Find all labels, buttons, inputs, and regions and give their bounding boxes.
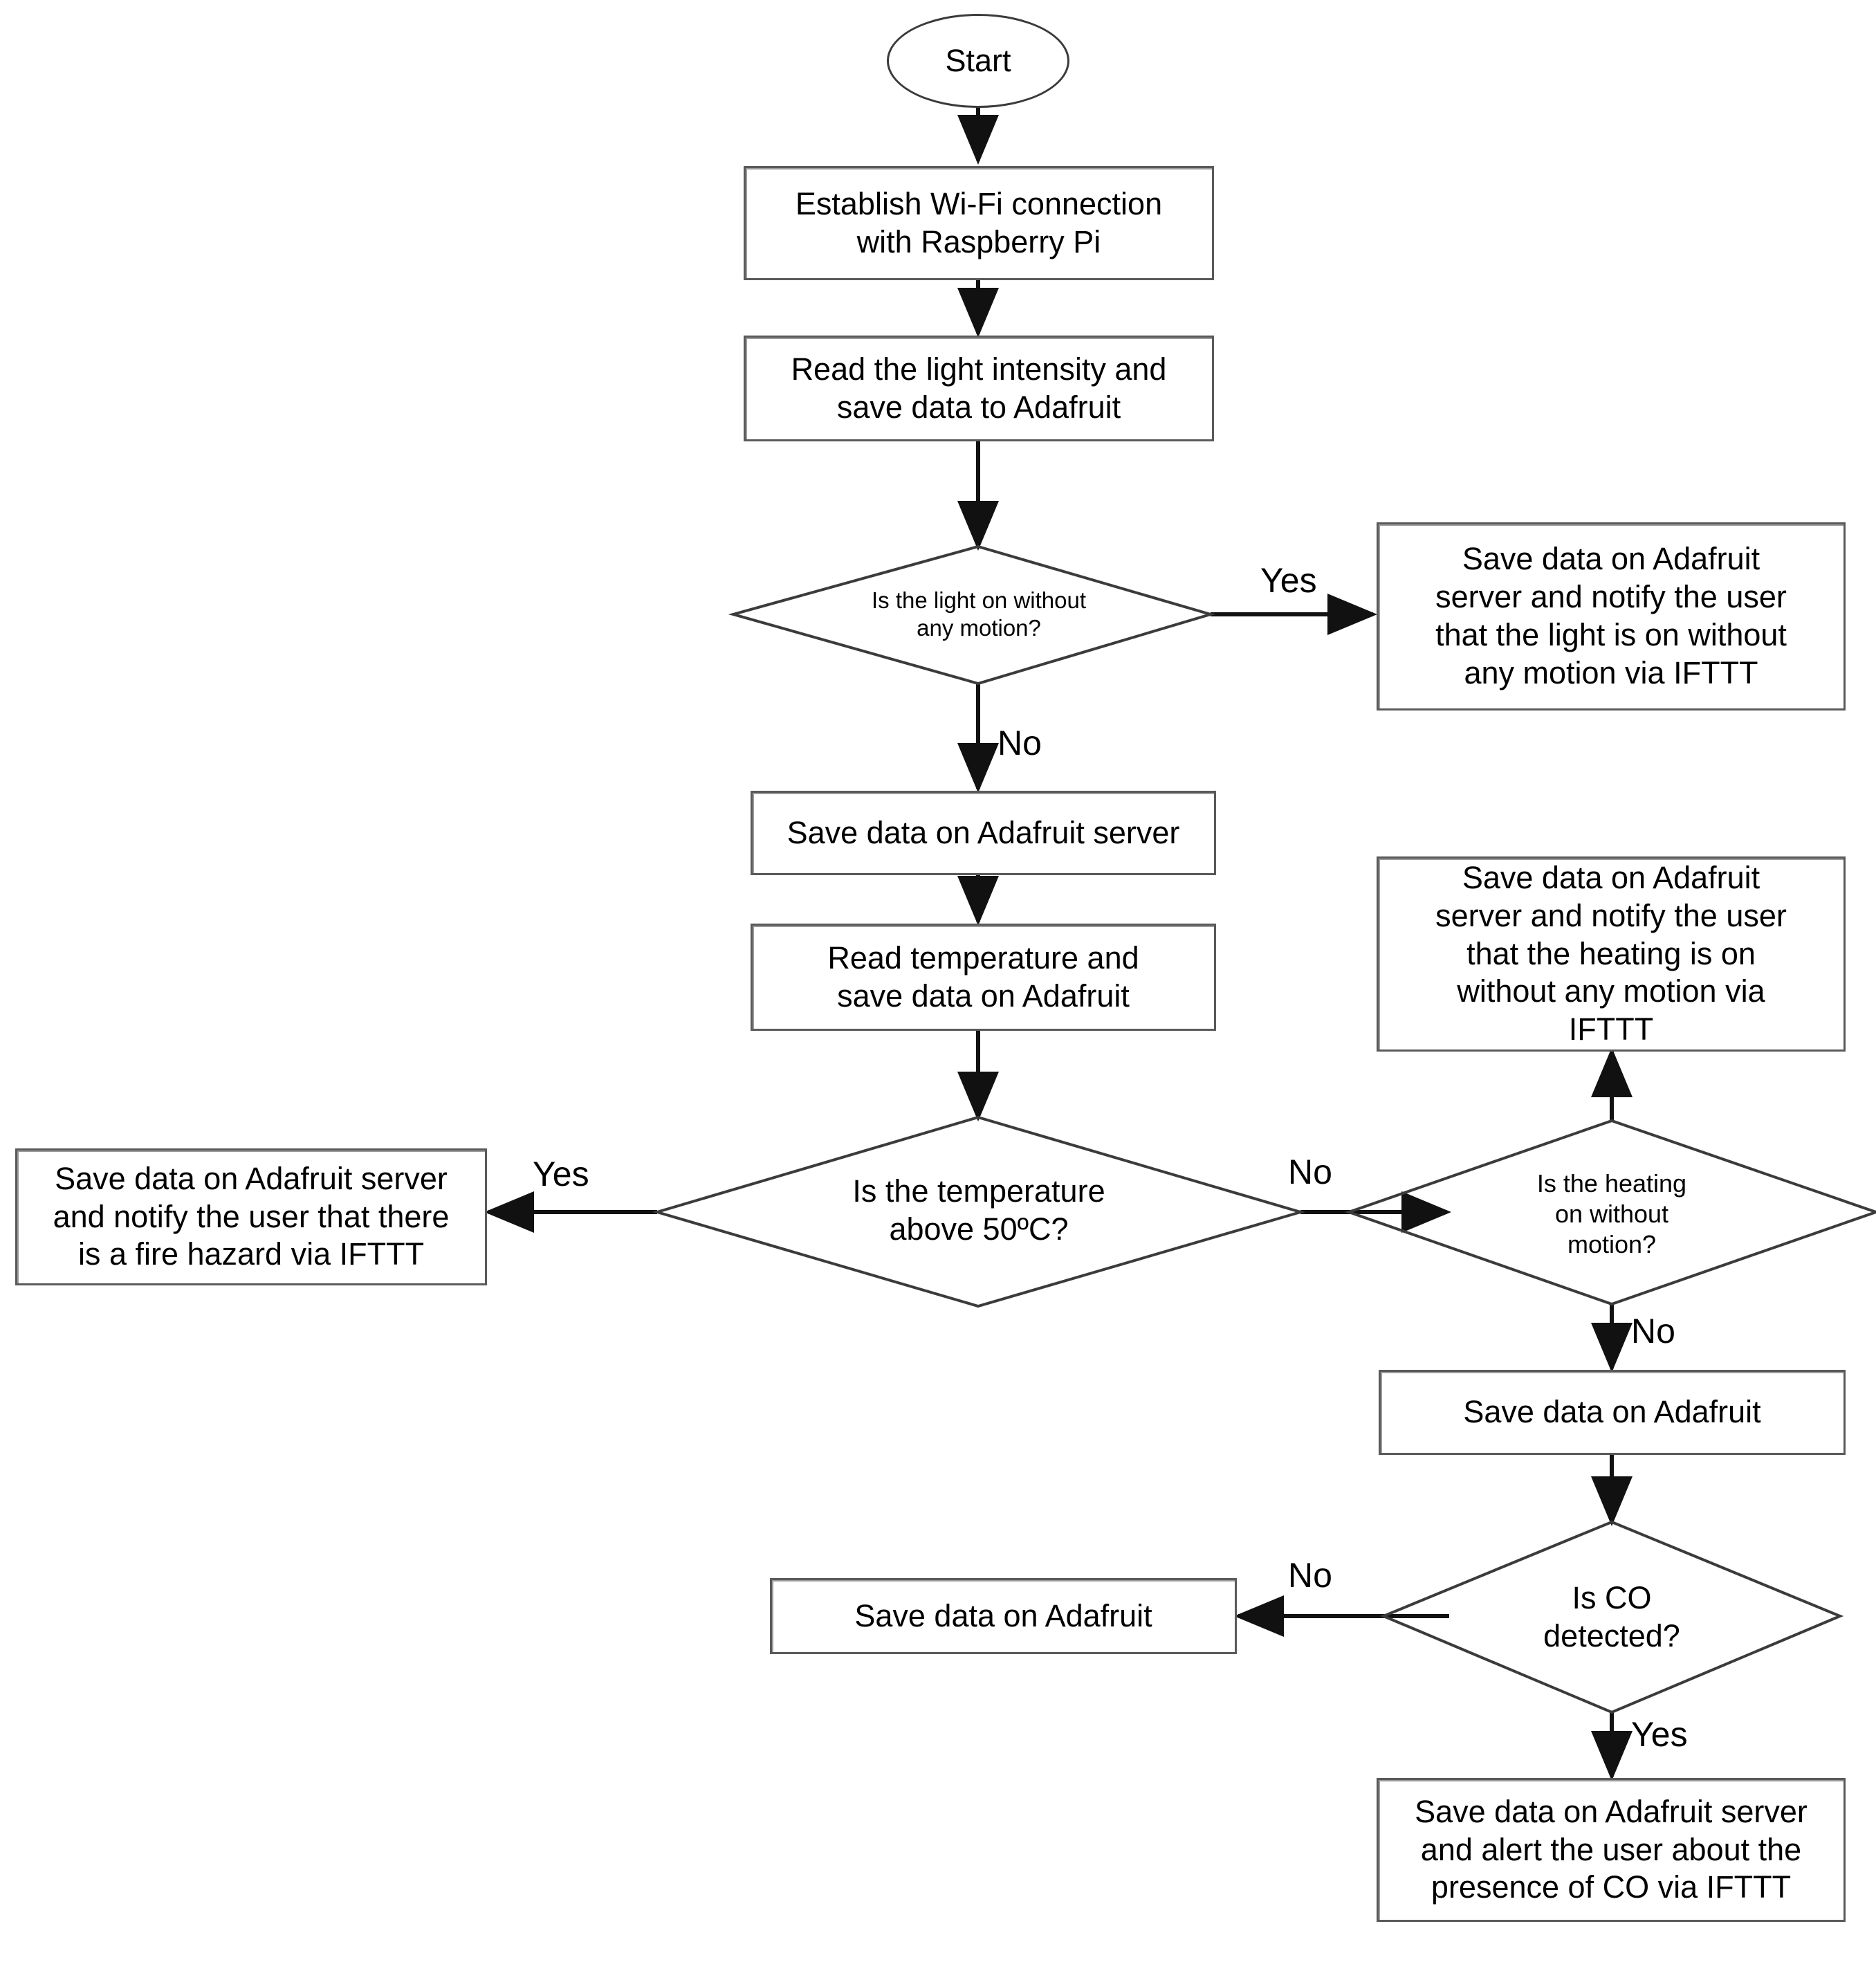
- node-heating-decision: Is the heating on without motion?: [1435, 1162, 1788, 1266]
- edge-label-heating-no: No: [1631, 1312, 1675, 1350]
- edge-label-co-yes: Yes: [1631, 1715, 1688, 1754]
- node-save-adafruit-co: Save data on Adafruit: [770, 1578, 1237, 1654]
- node-save-server: Save data on Adafruit server: [751, 791, 1216, 875]
- node-establish-wifi: Establish Wi-Fi connection with Raspberr…: [744, 166, 1214, 280]
- node-heating-decision-label: Is the heating on without motion?: [1536, 1169, 1687, 1258]
- node-save-adafruit-co-label: Save data on Adafruit: [854, 1597, 1152, 1633]
- node-read-temperature-label: Read temperature and save data on Adafru…: [827, 939, 1139, 1014]
- edge-label-temp-no: No: [1288, 1153, 1332, 1191]
- node-light-decision: Is the light on without any motion?: [785, 580, 1172, 649]
- edge-label-co-no: No: [1288, 1556, 1332, 1595]
- node-read-light-label: Read the light intensity and save data t…: [791, 351, 1167, 425]
- node-heating-notify-label: Save data on Adafruit server and notify …: [1435, 859, 1787, 1047]
- edge-label-temp-yes: Yes: [533, 1155, 589, 1193]
- node-save-adafruit-heating: Save data on Adafruit: [1379, 1370, 1846, 1455]
- node-fire-notify: Save data on Adafruit server and notify …: [15, 1148, 487, 1285]
- node-light-notify: Save data on Adafruit server and notify …: [1377, 522, 1846, 711]
- node-light-decision-label: Is the light on without any motion?: [871, 587, 1087, 641]
- node-start: Start: [887, 14, 1069, 108]
- node-temperature-decision-label: Is the temperature above 50ºC?: [852, 1173, 1105, 1247]
- node-read-light: Read the light intensity and save data t…: [744, 336, 1214, 441]
- node-co-alert-label: Save data on Adafruit server and alert t…: [1415, 1793, 1808, 1905]
- node-save-server-label: Save data on Adafruit server: [787, 814, 1180, 850]
- node-heating-notify: Save data on Adafruit server and notify …: [1377, 856, 1846, 1052]
- node-read-temperature: Read temperature and save data on Adafru…: [751, 924, 1216, 1031]
- node-establish-wifi-label: Establish Wi-Fi connection with Raspberr…: [795, 185, 1163, 259]
- node-co-decision: Is CO detected?: [1460, 1574, 1764, 1660]
- node-light-notify-label: Save data on Adafruit server and notify …: [1435, 541, 1787, 690]
- node-fire-notify-label: Save data on Adafruit server and notify …: [53, 1160, 450, 1272]
- edge-label-light-yes: Yes: [1260, 561, 1317, 600]
- node-save-adafruit-heating-label: Save data on Adafruit: [1463, 1394, 1761, 1430]
- node-co-alert: Save data on Adafruit server and alert t…: [1377, 1778, 1846, 1922]
- node-temperature-decision: Is the temperature above 50ºC?: [768, 1169, 1190, 1252]
- node-co-decision-label: Is CO detected?: [1543, 1579, 1680, 1653]
- edge-label-light-no: No: [997, 724, 1042, 762]
- node-start-label: Start: [945, 43, 1011, 78]
